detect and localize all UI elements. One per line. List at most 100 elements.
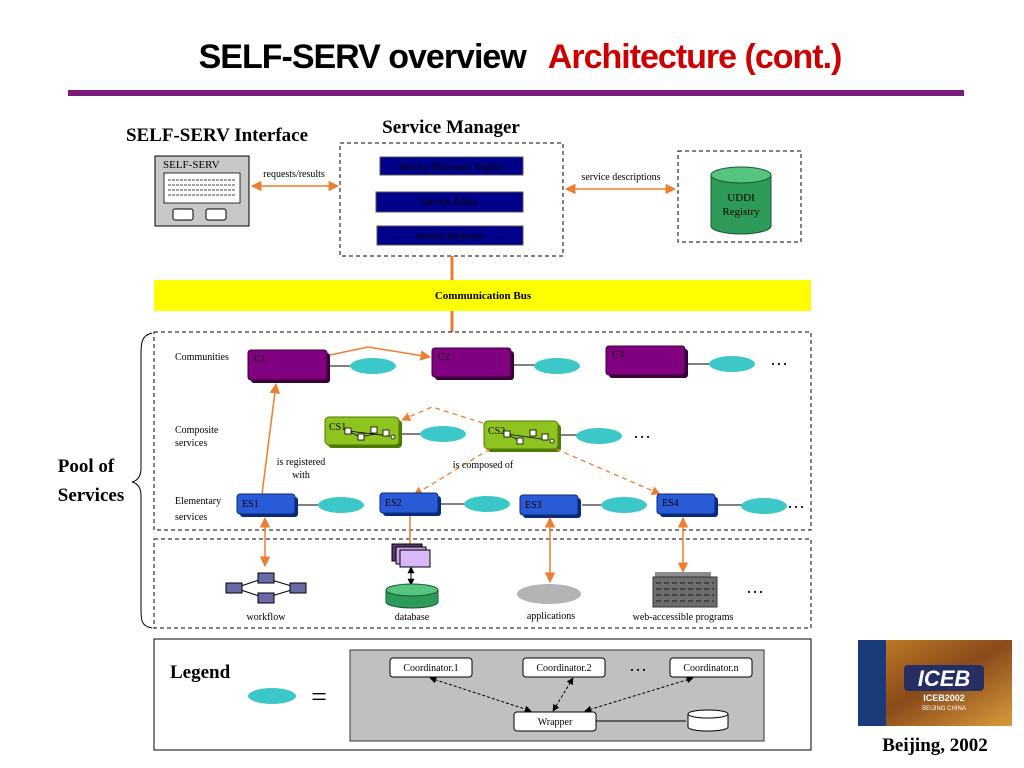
coord1-wrapper-link (429, 676, 532, 713)
community-c2: C2 (431, 347, 514, 380)
cs2-es4-link (555, 448, 661, 495)
svg-text:Registry: Registry (722, 206, 760, 218)
module-editor: Service Editor (375, 191, 524, 213)
es1-wrapper-ellipse (318, 497, 364, 513)
elementary-es4: ES4 (656, 493, 718, 517)
communities-ellipsis: … (770, 349, 788, 369)
c2-wrapper-ellipse (534, 358, 580, 374)
svg-text:ES3: ES3 (525, 500, 542, 511)
community-c1: C1 (247, 349, 330, 383)
logo-line2: BEIJING CHINA (922, 706, 966, 712)
applications-icon (517, 584, 581, 604)
window-label: SELF-SERV (163, 159, 220, 171)
cs2-cs1-link (401, 406, 484, 424)
pool-brace (131, 332, 153, 629)
communication-bus (154, 280, 811, 311)
registered-label-1: is registered (277, 457, 326, 468)
elementaries-ellipsis: … (787, 492, 805, 512)
svg-text:ES4: ES4 (662, 498, 679, 509)
resource-database: database (395, 612, 430, 623)
title-rule (68, 90, 964, 96)
manager-heading: Service Manager (382, 117, 520, 138)
module-deployer: Service Deployer (376, 225, 524, 246)
requests-results-label: requests/results (263, 169, 325, 180)
coord2-wrapper-link (552, 677, 574, 712)
coordinator-2: Coordinator.2 (522, 657, 606, 678)
bus-label: Communication Bus (435, 290, 532, 302)
svg-text:C3: C3 (612, 350, 624, 361)
uddi-registry-cylinder: UDDI Registry (710, 166, 772, 235)
badge-caption: Beijing, 2002 (882, 735, 988, 756)
row-label-elementary-2: services (175, 512, 207, 523)
legend-equals: = (311, 682, 327, 713)
module-discovery: Service Discovery Engine (379, 156, 524, 176)
svg-text:C2: C2 (438, 352, 450, 363)
registry-box (677, 150, 802, 243)
composed-of-label: is composed of (453, 460, 514, 471)
title-part-1: SELF-SERV overview (199, 38, 528, 76)
resources-box (153, 538, 812, 629)
wrapper-pages-icon (391, 543, 431, 568)
pool-label-line1: Pool of (58, 456, 115, 477)
resource-workflow: workflow (247, 612, 287, 623)
title-part-2: Architecture (cont.) (548, 38, 842, 76)
logo-mark: ICEB (918, 666, 971, 691)
svg-text:CS2: CS2 (488, 426, 505, 437)
svg-text:C1: C1 (254, 354, 266, 365)
page-title: SELF-SERV overview Architecture (cont.) (199, 38, 842, 76)
es2-wrapper-ellipse (464, 496, 510, 512)
selfserv-window: SELF-SERV (154, 155, 250, 227)
resource-applications: applications (527, 611, 575, 622)
svg-text:ES2: ES2 (385, 498, 402, 509)
resources-ellipsis: … (746, 577, 764, 597)
svg-text:Service Editor: Service Editor (420, 197, 478, 208)
es3-wrapper-ellipse (601, 497, 647, 513)
elementary-es2: ES2 (379, 492, 441, 516)
composites-ellipsis: … (633, 422, 651, 442)
workflow-icon (225, 572, 307, 604)
coordn-wrapper-link (584, 676, 694, 713)
row-label-elementary-1: Elementary (175, 496, 221, 507)
svg-text:Service Deployer: Service Deployer (415, 231, 485, 242)
pool-label-line2: Services (58, 485, 124, 506)
iceb-logo: ICEB ICEB2002 BEIJING CHINA (858, 640, 1012, 726)
registered-label-2: with (292, 470, 310, 481)
row-label-composite-1: Composite (175, 425, 219, 436)
coordinator-1: Coordinator.1 (389, 657, 473, 678)
legend-ellipsis: … (629, 655, 647, 675)
legend-wrapper: Wrapper (513, 711, 597, 732)
row-label-communities: Communities (175, 352, 229, 363)
community-c3: C3 (605, 345, 688, 378)
interface-heading: SELF-SERV Interface (126, 125, 308, 146)
services-box (153, 331, 812, 531)
svg-text:Coordinator.2: Coordinator.2 (536, 663, 591, 674)
svg-text:UDDI: UDDI (727, 192, 755, 204)
svg-text:Coordinator.1: Coordinator.1 (403, 663, 458, 674)
service-descriptions-label: service descriptions (581, 172, 660, 183)
legend-database-icon (687, 709, 729, 732)
c1-wrapper-ellipse (350, 358, 396, 374)
svg-text:ES1: ES1 (242, 499, 259, 510)
logo-line1: ICEB2002 (923, 693, 965, 703)
c3-wrapper-ellipse (709, 356, 755, 372)
c1-c2-link (329, 346, 432, 361)
resource-web-programs: web-accessible programs (633, 612, 734, 623)
legend-box (153, 638, 812, 751)
svg-text:CS1: CS1 (329, 422, 346, 433)
es1-c1-link (261, 382, 281, 495)
legend-heading: Legend (170, 662, 231, 683)
database-icon (385, 583, 439, 609)
cs2-es2-link (413, 448, 491, 496)
elementary-es1: ES1 (236, 493, 298, 517)
cs1-wrapper-ellipse (420, 426, 466, 442)
composite-cs2: CS2 (483, 420, 561, 452)
composite-cs1: CS1 (324, 416, 402, 448)
legend-wrapper-ellipse (248, 688, 296, 704)
svg-text:Wrapper: Wrapper (538, 717, 573, 728)
svg-text:Coordinator.n: Coordinator.n (683, 663, 738, 674)
row-label-composite-2: services (175, 438, 207, 449)
web-programs-icon (652, 572, 718, 608)
es4-wrapper-ellipse (741, 498, 787, 514)
coordinator-n: Coordinator.n (669, 657, 753, 678)
